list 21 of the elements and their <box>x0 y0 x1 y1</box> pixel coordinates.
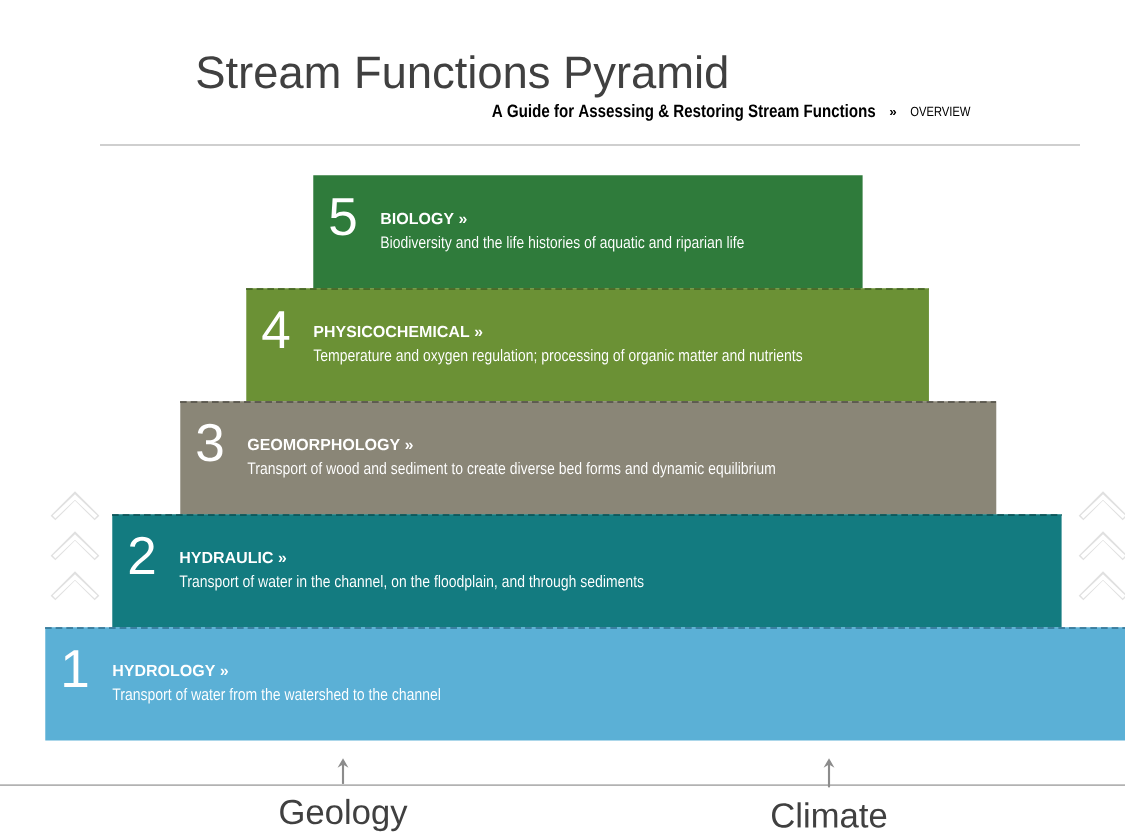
level-description: Temperature and oxygen regulation; processing of organic matter and nutrients <box>313 348 803 365</box>
factor-label: Geology <box>280 798 408 832</box>
level-heading: PHYSICOCHEMICAL » <box>314 325 483 338</box>
section-label: OVERVIEW <box>910 106 971 117</box>
factor-label: Climate <box>772 802 887 828</box>
level-description: Biodiversity and the life histories of aquatic and riparian life <box>381 235 744 252</box>
separator: » <box>889 109 897 116</box>
level-number: 3 <box>197 423 223 462</box>
level-heading: HYDROLOGY » <box>113 664 228 677</box>
level-number: 5 <box>330 198 356 236</box>
subtitle: A Guide for Assessing & Restoring Stream Functions <box>492 103 876 121</box>
level-heading: GEOMORPHOLOGY » <box>247 438 413 451</box>
level-description: Transport of wood and sediment to create diverse bed forms and dynamic equilibrium <box>247 461 775 478</box>
level-description: Transport of water in the channel, on the floodplain, and through sediments <box>179 574 644 591</box>
level-number: 4 <box>262 311 290 348</box>
level-heading: HYDRAULIC » <box>180 551 287 564</box>
level-number: 2 <box>129 536 155 574</box>
level-description: Transport of water from the watershed to the channel <box>112 687 440 704</box>
title: Stream Functions Pyramid <box>197 55 727 98</box>
level-number: 1 <box>64 650 88 687</box>
level-heading: BIOLOGY » <box>381 212 467 225</box>
